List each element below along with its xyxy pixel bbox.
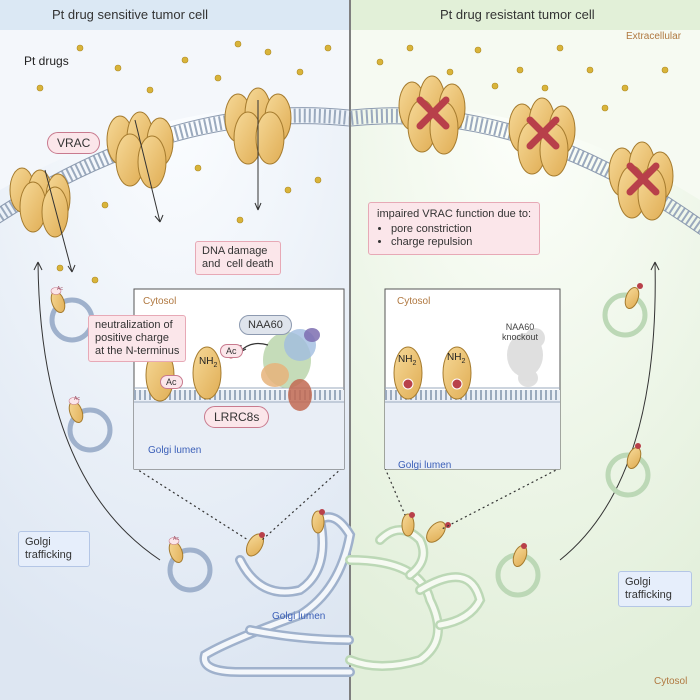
right-vesicle-charge-dots xyxy=(521,283,643,549)
dna-damage-label: DNA damage and cell death xyxy=(195,241,281,275)
right-inset-charges xyxy=(402,378,463,390)
naa60-label: NAA60 xyxy=(239,315,292,335)
naa60-enzyme xyxy=(261,328,320,411)
vesicle-ac-tag-3: Ac xyxy=(173,536,179,542)
right-vesicle-proteins xyxy=(512,286,642,568)
vesicle-ac-tag-2: Ac xyxy=(74,396,80,402)
lrrc8s-label: LRRC8s xyxy=(204,406,270,428)
right-trafficking-arrowhead xyxy=(650,261,660,271)
left-golgi-trafficking-label: Golgi trafficking xyxy=(18,531,90,567)
golgi-apparatus xyxy=(199,512,486,677)
golgi-proteins xyxy=(245,510,446,557)
vrac-channel-1 xyxy=(9,167,71,238)
right-cytosol-label: Cytosol xyxy=(654,676,688,687)
golgi-charge-dots xyxy=(259,509,451,538)
reason-item: pore constriction xyxy=(391,223,531,236)
extracellular-label: Extracellular xyxy=(626,31,682,42)
drug-entry-arrows xyxy=(44,100,262,273)
reason-item: charge repulsion xyxy=(391,236,531,249)
neutralization-label: neutralization of positive charge at the… xyxy=(88,315,187,362)
left-inset-cytosol-label: Cytosol xyxy=(143,296,177,307)
right-inset-nh2-1: NH2 xyxy=(398,354,417,367)
right-inset-lrrc8 xyxy=(393,346,472,400)
right-membrane xyxy=(350,108,700,236)
left-inset-golgi-lumen: Golgi lumen xyxy=(148,445,202,456)
left-panel-title: Pt drug sensitive tumor cell xyxy=(52,7,209,22)
vrac-label: VRAC xyxy=(47,132,101,154)
naa60-knockout-ghost xyxy=(507,328,545,387)
inset-zoom-lines xyxy=(134,467,561,541)
naa60-knockout-label: NAA60 knockout xyxy=(502,322,539,342)
pt-drug-dots xyxy=(36,40,669,284)
right-inset-cytosol-label: Cytosol xyxy=(397,296,431,307)
right-inset-lumen xyxy=(385,390,560,469)
left-vesicle-proteins xyxy=(50,290,184,564)
pt-drugs-label: Pt drugs xyxy=(24,54,69,68)
left-inset-lrrc8 xyxy=(145,346,222,402)
right-inset-golgi-lumen: Golgi lumen xyxy=(398,460,452,471)
left-trafficking-arrow xyxy=(37,261,161,561)
right-trafficking-arrow xyxy=(559,261,656,561)
right-golgi-trafficking-label: Golgi trafficking xyxy=(618,571,692,607)
inset-nh2-label: NH2 xyxy=(199,356,218,369)
vrac-channel-3 xyxy=(224,87,292,165)
right-inset-nh2-2: NH2 xyxy=(447,352,466,365)
impaired-vrac-title: impaired VRAC function due to: xyxy=(377,208,532,220)
left-vesicle-ac-tags xyxy=(50,287,180,545)
inset-ac-free: Ac xyxy=(220,344,243,358)
inset-ac-bound: Ac xyxy=(160,375,183,389)
golgi-lumen-label: Golgi lumen xyxy=(272,611,326,622)
right-panel-title: Pt drug resistant tumor cell xyxy=(440,7,595,22)
block-crosses xyxy=(416,96,660,196)
left-trafficking-arrowhead xyxy=(33,261,43,271)
vesicle-ac-tag-1: Ac xyxy=(57,286,63,292)
right-header-bar xyxy=(351,0,700,30)
left-header-bar xyxy=(0,0,349,30)
impaired-vrac-box: impaired VRAC function due to: pore cons… xyxy=(368,202,541,255)
impaired-reasons-list: pore constriction charge repulsion xyxy=(377,223,531,249)
